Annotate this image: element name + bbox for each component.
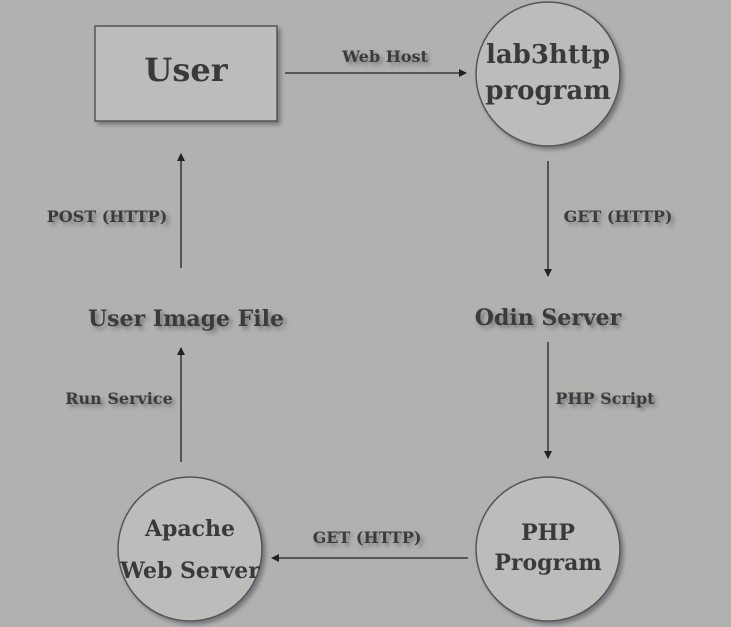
lab3http-label-line1: lab3http (486, 40, 610, 70)
odin-server-label: Odin Server (475, 305, 622, 331)
edge-label-run-service: Run Service (65, 389, 173, 408)
edge-label-php-script: PHP Script (555, 389, 655, 408)
edge-php-script: PHP Script (544, 342, 655, 459)
edge-label-get-http-right: GET (HTTP) (564, 207, 673, 226)
edge-post-http: POST (HTTP) (47, 153, 185, 268)
apache-label-line2: Web Server (119, 558, 260, 584)
edge-label-post-http: POST (HTTP) (47, 207, 168, 226)
edge-run-service: Run Service (65, 347, 185, 462)
user-entity: User (94, 25, 278, 122)
php-label-line2: Program (494, 550, 601, 576)
apache-process: Apache Web Server (117, 476, 263, 622)
odin-server-store: Odin Server (475, 290, 622, 335)
edge-get-http-apache: GET (HTTP) (271, 528, 468, 562)
edge-label-web-host: Web Host (341, 47, 428, 66)
user-label: User (144, 51, 228, 89)
apache-label-line1: Apache (144, 516, 235, 542)
lab3http-label-line2: program (485, 76, 610, 106)
edge-get-http-odin: GET (HTTP) (544, 161, 673, 277)
php-label-line1: PHP (521, 520, 575, 546)
edge-label-get-http-bottom: GET (HTTP) (313, 528, 422, 547)
edge-web-host: Web Host (285, 47, 467, 77)
php-program-process: PHP Program (475, 476, 621, 622)
user-image-file-store: User Image File (88, 293, 284, 341)
user-image-file-label: User Image File (88, 306, 284, 332)
lab3http-process: lab3http program (475, 1, 621, 147)
